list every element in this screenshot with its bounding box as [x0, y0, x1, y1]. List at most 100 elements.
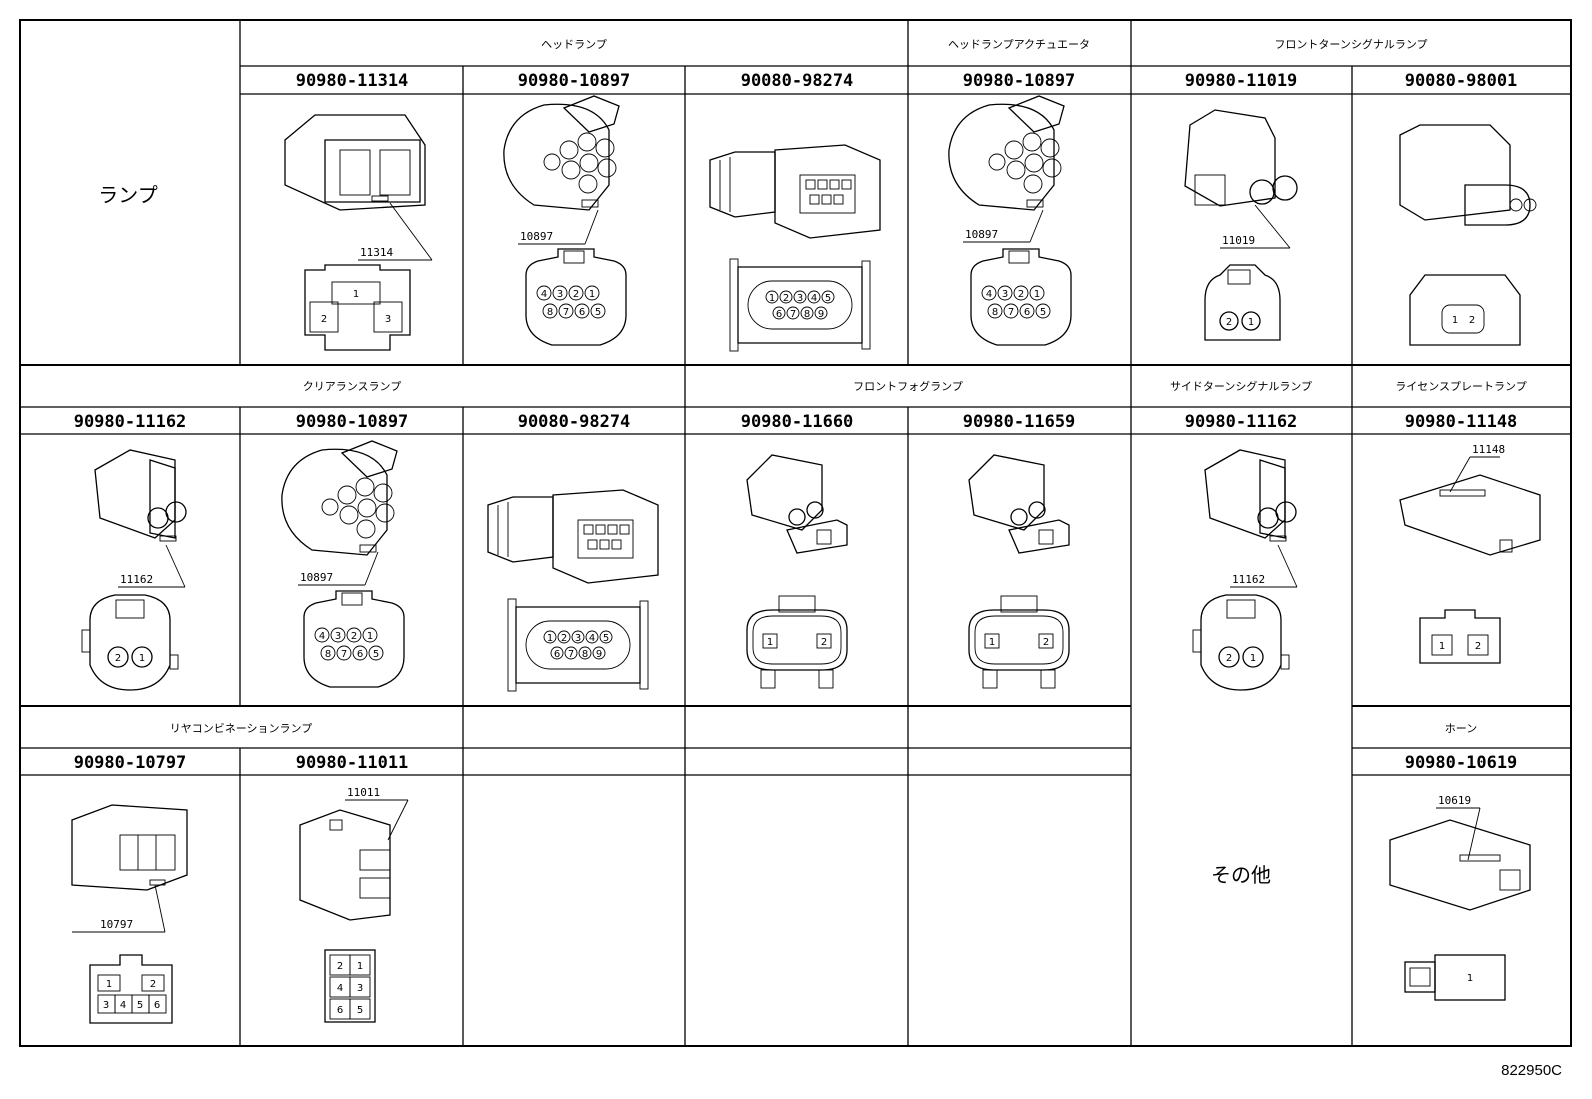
svg-text:2: 2 — [1469, 315, 1475, 326]
svg-text:2: 2 — [1226, 317, 1232, 328]
part-number: 90080-98274 — [741, 71, 854, 91]
connector-drawing — [281, 440, 398, 556]
part-number: 90980-10619 — [1405, 753, 1518, 773]
callout-label: 11314 — [360, 246, 393, 259]
callout-arrow — [1230, 544, 1298, 588]
connector-drawing — [1204, 449, 1297, 542]
svg-text:1: 1 — [106, 979, 112, 990]
svg-text:2: 2 — [321, 314, 327, 325]
callout-label: 11019 — [1222, 234, 1255, 247]
callout-arrow — [1449, 456, 1500, 493]
connector-drawing — [71, 804, 188, 891]
part-number: 90980-10797 — [74, 753, 187, 773]
pin-face-drawing: 1 2 — [1409, 274, 1521, 346]
part-number: 90980-10897 — [518, 71, 631, 91]
svg-text:3: 3 — [103, 1000, 109, 1011]
part-number: 90980-10897 — [296, 412, 409, 432]
part-number: 90980-11162 — [74, 412, 187, 432]
svg-text:3: 3 — [385, 314, 391, 325]
connector-drawing — [968, 454, 1070, 554]
group-license-plate: ライセンスプレートランプ — [1395, 380, 1526, 393]
svg-text:1: 1 — [1467, 973, 1473, 984]
part-number: 90080-98001 — [1405, 71, 1518, 91]
connector-drawing — [709, 144, 881, 239]
svg-text:6: 6 — [154, 1000, 160, 1011]
pin-face-drawing: 2 1 — [1204, 264, 1281, 341]
svg-text:1: 1 — [357, 961, 363, 972]
group-headlamp-actuator: ヘッドランプアクチュエータ — [948, 38, 1090, 51]
callout-arrow — [118, 544, 186, 588]
svg-text:1: 1 — [1439, 641, 1445, 652]
callout-label: 11162 — [120, 573, 153, 586]
callout-arrow — [298, 551, 379, 586]
svg-text:2: 2 — [337, 961, 343, 972]
connector-drawing — [948, 95, 1065, 211]
connector-drawing — [487, 489, 659, 584]
svg-text:5: 5 — [137, 1000, 143, 1011]
part-number: 90980-11019 — [1185, 71, 1298, 91]
pin-face-drawing: 2 1 4 3 6 5 — [324, 949, 376, 1023]
connector-drawing — [1184, 109, 1298, 207]
group-front-fog: フロントフォグランプ — [853, 379, 963, 393]
callout-label: 10619 — [1438, 794, 1471, 807]
other-cell: その他 — [1211, 863, 1271, 887]
callout-label: 11148 — [1472, 443, 1505, 456]
table-grid — [19, 19, 1572, 1047]
callout-label: 11162 — [1232, 573, 1265, 586]
part-number: 90980-10897 — [963, 71, 1076, 91]
group-side-turn-signal: サイドターンシグナルランプ — [1170, 379, 1312, 393]
connector-drawing — [1399, 124, 1537, 226]
pin-face-drawing — [507, 598, 649, 692]
figure-ref: 822950C — [1501, 1062, 1562, 1079]
part-number: 90980-11148 — [1405, 412, 1518, 432]
connector-drawing — [746, 454, 848, 554]
pin-face-drawing — [81, 594, 179, 691]
group-front-turn-signal: フロントターンシグナルランプ — [1274, 37, 1427, 51]
connector-drawing — [1389, 819, 1531, 911]
svg-text:5: 5 — [357, 1005, 363, 1016]
callout-arrow — [1220, 204, 1291, 249]
connector-drawing — [284, 114, 426, 211]
connector-drawing — [94, 449, 187, 542]
pin-face-drawing — [746, 595, 848, 689]
part-number: 90980-11659 — [963, 412, 1076, 432]
pin-face-drawing — [729, 258, 871, 352]
pin-face-drawing — [1192, 594, 1290, 691]
svg-text:6: 6 — [337, 1005, 343, 1016]
part-number: 90980-11162 — [1185, 412, 1298, 432]
callout-label: 10897 — [300, 571, 333, 584]
part-number: 90080-98274 — [518, 412, 631, 432]
callout-label: 10897 — [965, 228, 998, 241]
part-number: 90980-11314 — [296, 71, 409, 91]
connector-drawing — [1399, 474, 1541, 556]
pin-face-drawing — [303, 590, 405, 688]
callout-arrow — [358, 202, 433, 261]
callout-label: 10897 — [520, 230, 553, 243]
group-headlamp: ヘッドランプ — [541, 38, 607, 51]
callout-arrow — [963, 209, 1044, 243]
connector-drawing — [299, 809, 391, 921]
callout-label: 10797 — [100, 918, 133, 931]
svg-text:1: 1 — [1248, 317, 1254, 328]
callout-arrow — [1436, 807, 1481, 861]
title-cell-lamp: ランプ — [98, 183, 157, 207]
svg-text:1: 1 — [1452, 315, 1458, 326]
pin-face-drawing — [968, 595, 1070, 689]
svg-text:2: 2 — [1475, 641, 1481, 652]
pin-face-drawing: 1 — [1404, 954, 1506, 1001]
svg-text:3: 3 — [357, 983, 363, 994]
group-rear-combination: リヤコンビネーションランプ — [170, 722, 312, 735]
pin-face-drawing: 1 2 3 — [304, 264, 411, 351]
svg-text:1: 1 — [353, 289, 359, 300]
pin-face-drawing — [970, 248, 1072, 346]
pin-face-drawing — [525, 248, 627, 346]
callout-arrow — [345, 799, 409, 841]
part-number: 90980-11011 — [296, 753, 409, 773]
connector-drawing — [503, 95, 620, 211]
group-clearance: クリアランスランプ — [303, 380, 401, 393]
pin-face-drawing: 1 2 — [1419, 609, 1501, 664]
svg-text:4: 4 — [120, 1000, 126, 1011]
callout-arrow — [518, 209, 599, 245]
svg-text:4: 4 — [337, 983, 343, 994]
